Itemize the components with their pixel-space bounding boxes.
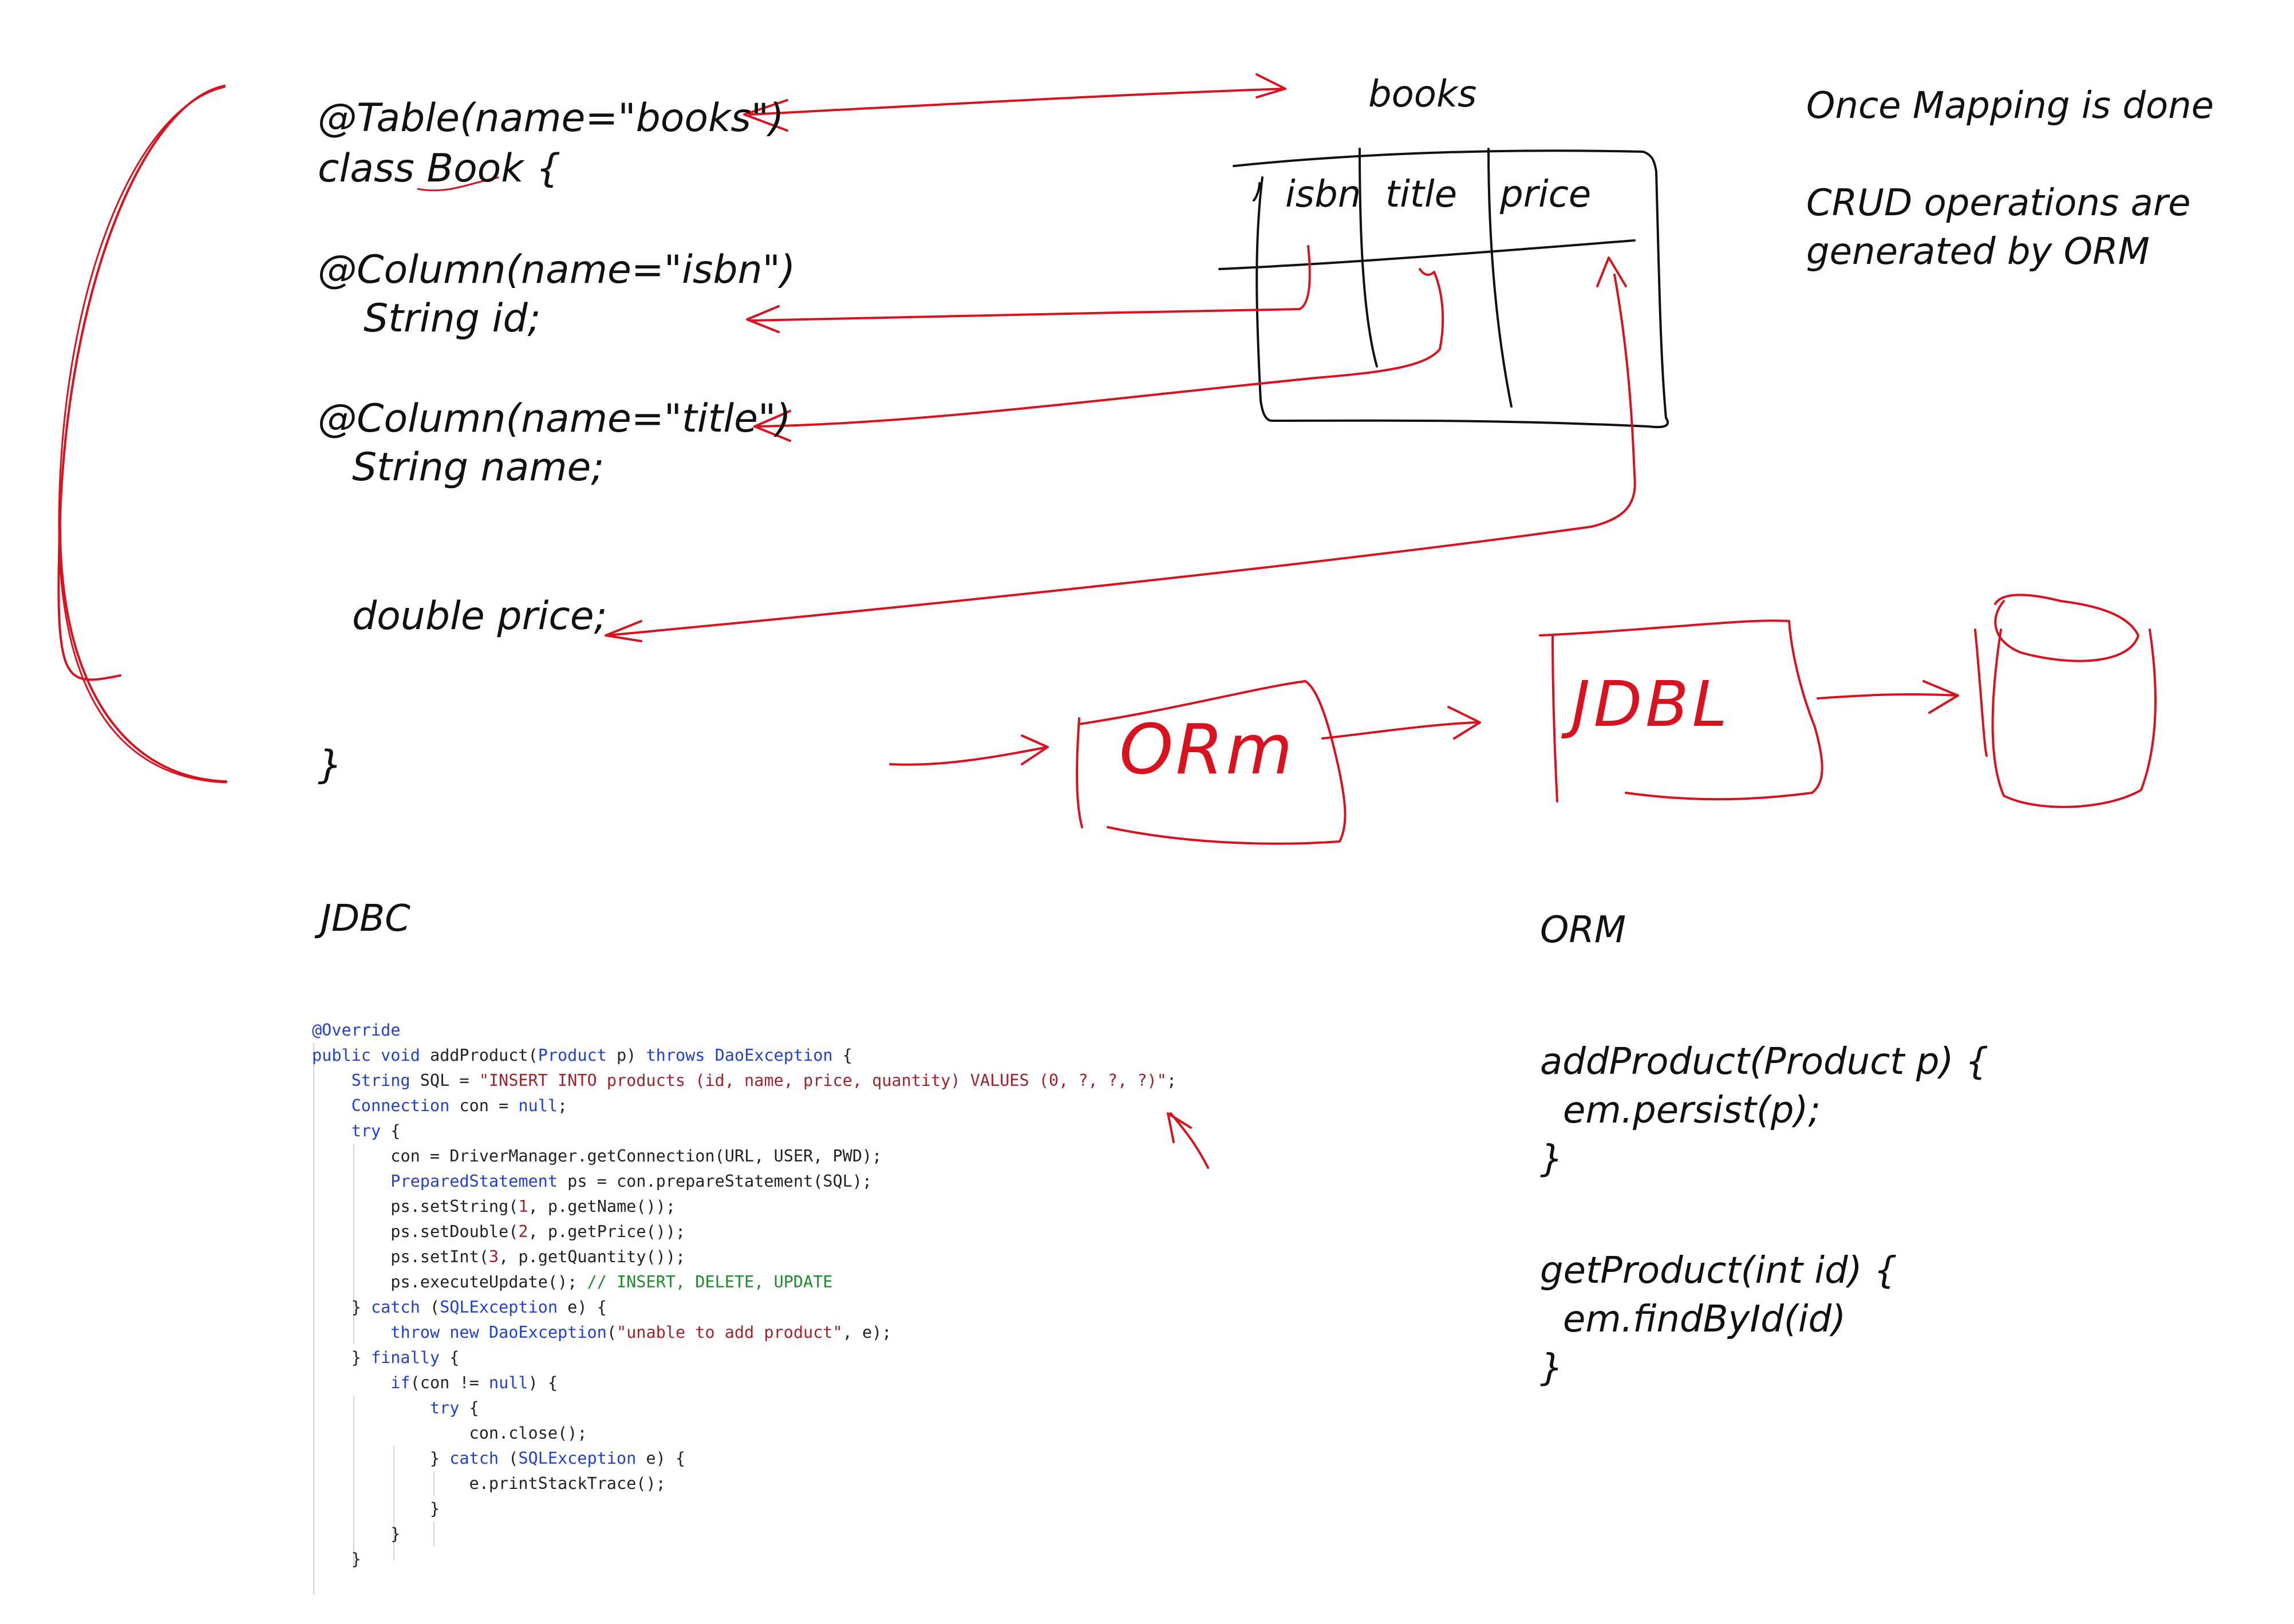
code-line: e.printStackTrace(); [469, 1474, 666, 1493]
jdbc-code-listing: @Override public void addProduct(Product … [312, 1018, 1285, 1596]
orm-section-title: ORM [1540, 909, 1626, 951]
indent-guide [313, 1043, 314, 1595]
code-line: ps.setDouble(2, p.getPrice()); [390, 1222, 686, 1241]
isbn-column-annotation-text: @Column(name="isbn") [318, 247, 796, 293]
indent-guide [353, 1396, 354, 1567]
db-column-isbn: isbn [1285, 173, 1361, 216]
indent-guide [433, 1522, 435, 1547]
title-column-annotation-text: @Column(name="title") [318, 396, 791, 441]
code-line: try { [429, 1398, 479, 1417]
arrow-isbn-to-id [746, 245, 1311, 333]
jdbc-box [1539, 619, 1823, 803]
code-line: } catch (SQLException e) { [312, 1449, 686, 1468]
arrow-into-orm [889, 734, 1049, 766]
flow-jdbc-label: JDBL [1572, 667, 1731, 741]
indent-guide [353, 1144, 354, 1344]
note-line-2: CRUD operations are [1806, 182, 2191, 224]
note-line-1: Once Mapping is done [1806, 85, 2214, 127]
note-line-3: generated by ORM [1806, 231, 2150, 273]
arrow-price-to-field [605, 256, 1636, 642]
db-column-title: title [1385, 173, 1458, 216]
code-line: throw new DaoException("unable to add pr… [390, 1323, 892, 1342]
code-line: ps.setInt(3, p.getQuantity()); [390, 1247, 686, 1266]
arrow-title-to-name [753, 268, 1444, 442]
orm-add-close: } [1540, 1138, 1563, 1180]
code-line: con.close(); [469, 1424, 587, 1443]
indent-guide [393, 1446, 394, 1560]
database-cylinder [1974, 594, 2157, 808]
orm-box [1076, 680, 1347, 845]
code-line: @Override [312, 1021, 401, 1040]
book-underline [417, 176, 499, 192]
price-field-text: double price; [352, 594, 607, 639]
code-line: if(con != null) { [390, 1373, 558, 1392]
name-field-text: String name; [352, 445, 605, 490]
jdbc-section-title: JDBC [321, 898, 410, 940]
id-field-text: String id; [364, 296, 541, 341]
code-line: con = DriverManager.getConnection(URL, U… [390, 1147, 882, 1165]
code-line: } [312, 1550, 361, 1568]
db-column-price: price [1500, 173, 1592, 216]
code-line: } catch (SQLException e) { [312, 1298, 607, 1317]
code-line: } finally { [312, 1348, 460, 1367]
orm-add-body: em.persist(p); [1563, 1089, 1821, 1132]
orm-get-signature: getProduct(int id) { [1540, 1250, 1897, 1292]
code-line: PreparedStatement ps = con.prepareStatem… [390, 1172, 872, 1191]
orm-get-body: em.findById(id) [1563, 1298, 1846, 1341]
class-declaration-text: class Book { [318, 146, 561, 191]
arrow-table-to-books [743, 73, 1286, 132]
indent-guide [433, 1471, 435, 1496]
class-close-brace: } [318, 742, 343, 788]
arrow-orm-to-jdbc [1321, 706, 1481, 740]
flow-orm-label: ORm [1119, 710, 1295, 790]
db-table-box [1218, 148, 1669, 429]
code-line: } [312, 1499, 440, 1518]
code-line: ps.executeUpdate(); // INSERT, DELETE, U… [390, 1273, 833, 1291]
left-bracket-stroke-outer [58, 86, 227, 784]
orm-get-close: } [1540, 1347, 1563, 1389]
orm-add-signature: addProduct(Product p) { [1540, 1041, 1989, 1083]
code-line: public void addProduct(Product p) throws… [312, 1046, 852, 1065]
code-line: try { [351, 1121, 401, 1140]
code-line: Connection con = null; [351, 1096, 568, 1115]
table-annotation-text: @Table(name="books") [318, 96, 784, 141]
left-bracket-stroke [57, 85, 227, 783]
code-line: ps.setString(1, p.getName()); [390, 1197, 676, 1216]
code-line: String SQL = "INSERT INTO products (id, … [351, 1071, 1176, 1090]
arrow-jdbc-to-db [1817, 680, 1959, 714]
code-line: } [312, 1524, 401, 1543]
arrow-to-placeholders [1167, 1112, 1209, 1169]
db-table-name: books [1368, 73, 1477, 116]
